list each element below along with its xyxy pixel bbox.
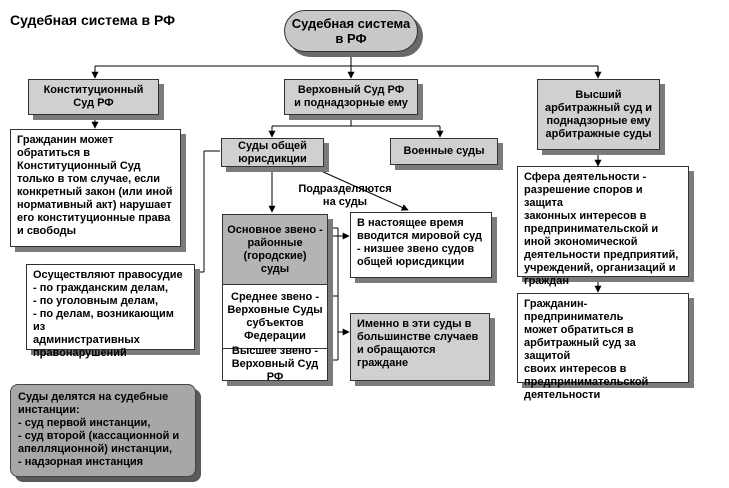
constitutional-note: Гражданин может обратиться в Конституцио… <box>10 129 181 247</box>
constitutional-court-box: Конституционный Суд РФ <box>28 79 159 115</box>
magistrate-note: В настоящее время вводится мировой суд -… <box>350 212 492 278</box>
root-node-judicial-system: Судебная система в РФ <box>284 10 418 52</box>
supreme-court-box: Верховный Суд РФ и поднадзорные ему <box>284 79 418 115</box>
military-courts-box: Военные суды <box>390 138 498 165</box>
arbitration-scope-note: Сфера деятельности - разрешение споров и… <box>517 166 689 287</box>
justice-note: Осуществляют правосудие - по гражданским… <box>26 264 195 359</box>
page-title: Судебная система в РФ <box>10 12 176 28</box>
tier-basic: Основное звено - районные (городские) су… <box>223 215 327 285</box>
arbitration-court-box: Высший арбитражный суд и поднадзорные ем… <box>537 79 660 150</box>
tier-middle: Среднее звено - Верховные Суды субъектов… <box>223 285 327 349</box>
instances-panel: Суды делятся на судебные инстанции: - су… <box>10 384 196 477</box>
court-tiers-stack: Основное звено - районные (городские) су… <box>222 214 328 383</box>
majority-note: Именно в эти суды в большинстве случаев … <box>350 313 490 381</box>
entrepreneur-note: Гражданин-предприниматель может обратить… <box>517 293 689 401</box>
general-courts-box: Суды общей юрисдикции <box>221 138 324 167</box>
subdivided-label: Подразделяются на суды <box>298 183 392 208</box>
tier-higher: Высшее звено - Верховный Суд РФ <box>231 345 319 383</box>
